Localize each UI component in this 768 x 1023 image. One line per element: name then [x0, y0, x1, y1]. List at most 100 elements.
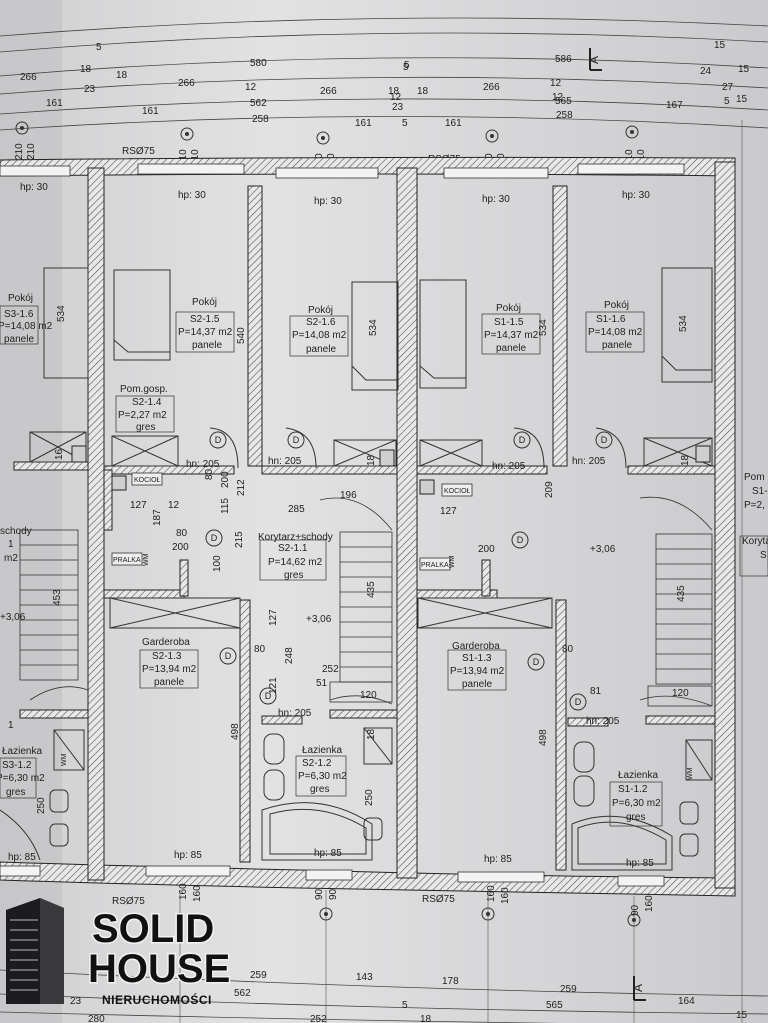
right-kor2-text: S [760, 550, 767, 561]
chimneys [71, 445, 711, 495]
bdim-160-a: 160 [178, 883, 189, 900]
hn205-5: hn: 205 [278, 708, 312, 719]
door-d-9: D [533, 657, 540, 667]
door-d-1: D [215, 435, 222, 445]
pralka-s2: PRALKA [113, 557, 141, 564]
section-mark-bottom-label: A [631, 984, 645, 992]
bdim-164: 164 [678, 996, 695, 1007]
bdim-280: 280 [88, 1014, 105, 1023]
door-d-7: D [225, 651, 232, 661]
hp30-2: hp: 30 [178, 190, 206, 201]
idim-250-b: 250 [36, 797, 47, 814]
wardrobe-2 [113, 269, 171, 361]
left-m2-text: m2 [4, 553, 18, 564]
room-area: P=14,08 m2 [588, 327, 643, 338]
room-floor: gres [626, 812, 645, 823]
bdim-259-a: 259 [250, 970, 267, 981]
room-area: P=14,62 m2 [268, 557, 323, 568]
room-code: S2-1.2 [302, 758, 332, 769]
top-dim-3-e: 266 [320, 86, 337, 97]
top-dim-2-j: 15 [738, 64, 750, 75]
bdim-160-e: 160 [644, 895, 655, 912]
right-area-text: P=2, [744, 500, 765, 511]
stairs [19, 496, 713, 707]
room-label-s1-1-5: Pokój S1-1.5 P=14,37 m2 panele [481, 303, 541, 355]
wall-h-s1-room [416, 465, 548, 475]
room-code: S2-1.6 [306, 317, 336, 328]
room-name: Łazienka [2, 746, 42, 757]
bdim-259-b: 259 [560, 984, 577, 995]
axis-circles-bottom [319, 907, 641, 927]
room-label-s2-1-5: Pokój S2-1.5 P=14,37 m2 panele [175, 297, 235, 353]
top-dim-2-c: 18 [116, 70, 128, 81]
idim-187: 187 [152, 509, 163, 526]
idim-18-c: 18 [366, 728, 377, 740]
wall-left-party [87, 167, 105, 881]
wm-3: WM [61, 753, 68, 766]
idim-51: 51 [316, 678, 328, 689]
room-floor: gres [136, 422, 155, 433]
room-floor: panele [192, 340, 222, 351]
idim-534-d: 534 [678, 315, 689, 332]
idim-18-a: 18 [366, 454, 377, 466]
room-area: P=2,27 m2 [118, 410, 167, 421]
room-area: P=6,30 m2 [0, 773, 45, 784]
cross-box-2 [111, 435, 179, 467]
door-d-6: D [517, 535, 524, 545]
wall-center-party [396, 167, 418, 879]
bottom-dimension-lines [0, 969, 768, 1023]
door-d-8: D [265, 691, 272, 701]
idim-127-a: 127 [130, 500, 147, 511]
wardrobe-5 [661, 267, 713, 383]
room-code: S2-1.5 [190, 314, 220, 325]
wm-2: WM [449, 555, 456, 568]
top-dim-4-e: 5 [402, 118, 408, 129]
bdim-160-d: 160 [500, 887, 511, 904]
cross-box-5 [643, 437, 713, 467]
top-dim-1-c: 5 [403, 62, 409, 73]
top-dim-2-i: 24 [700, 66, 712, 77]
top-dimension-lines [0, 17, 768, 131]
bdim-90-c: 90 [630, 904, 641, 916]
axis-circles-top [15, 121, 639, 145]
hn205-1: hn: 205 [186, 459, 220, 470]
bdim-23: 23 [70, 996, 82, 1007]
door-d-5: D [211, 533, 218, 543]
room-floor: panele [462, 679, 492, 690]
top-dim-2-a: 266 [20, 72, 37, 83]
door-d-4: D [601, 435, 608, 445]
wall-right-outer [714, 161, 736, 889]
idim-209: 209 [544, 481, 555, 498]
wardrobe-4 [419, 279, 467, 389]
section-mark-bottom: A [631, 976, 646, 1001]
logo-nieruchomosci-text: NIERUCHOMOŚCI [102, 992, 212, 1007]
hp85-1: hp: 85 [174, 850, 202, 861]
room-floor: panele [496, 343, 526, 354]
idim-16: 16 [54, 448, 65, 460]
windows-top [0, 163, 685, 179]
bdim-565: 565 [546, 1000, 563, 1011]
idim-252: 252 [322, 664, 339, 675]
top-dim-3-j: 27 [722, 82, 734, 93]
level-2: +3,06 [306, 614, 332, 625]
room-code: S2-1.4 [132, 397, 162, 408]
top-dim-3-c: 562 [250, 98, 267, 109]
hp85-5: hp: 85 [8, 852, 36, 863]
bathroom-fixtures [0, 727, 713, 871]
right-code-text: S1- [752, 486, 768, 497]
idim-498-b: 498 [538, 729, 549, 746]
room-name: Garderoba [142, 637, 190, 648]
idim-12: 12 [168, 500, 180, 511]
hp30-1: hp: 30 [20, 182, 48, 193]
top-dim-4-h: 167 [666, 100, 683, 111]
bdim-15: 15 [736, 1010, 748, 1021]
wall-h-s1-bath [567, 717, 609, 727]
level-1: +3,06 [0, 612, 26, 623]
logo-building-icon [6, 898, 64, 1004]
idim-121: 121 [268, 677, 279, 694]
room-name: Korytarz+schody [258, 532, 333, 543]
bdim-5: 5 [402, 1000, 408, 1011]
room-floor: panele [602, 340, 632, 351]
top-dim-1-e: 15 [714, 40, 726, 51]
